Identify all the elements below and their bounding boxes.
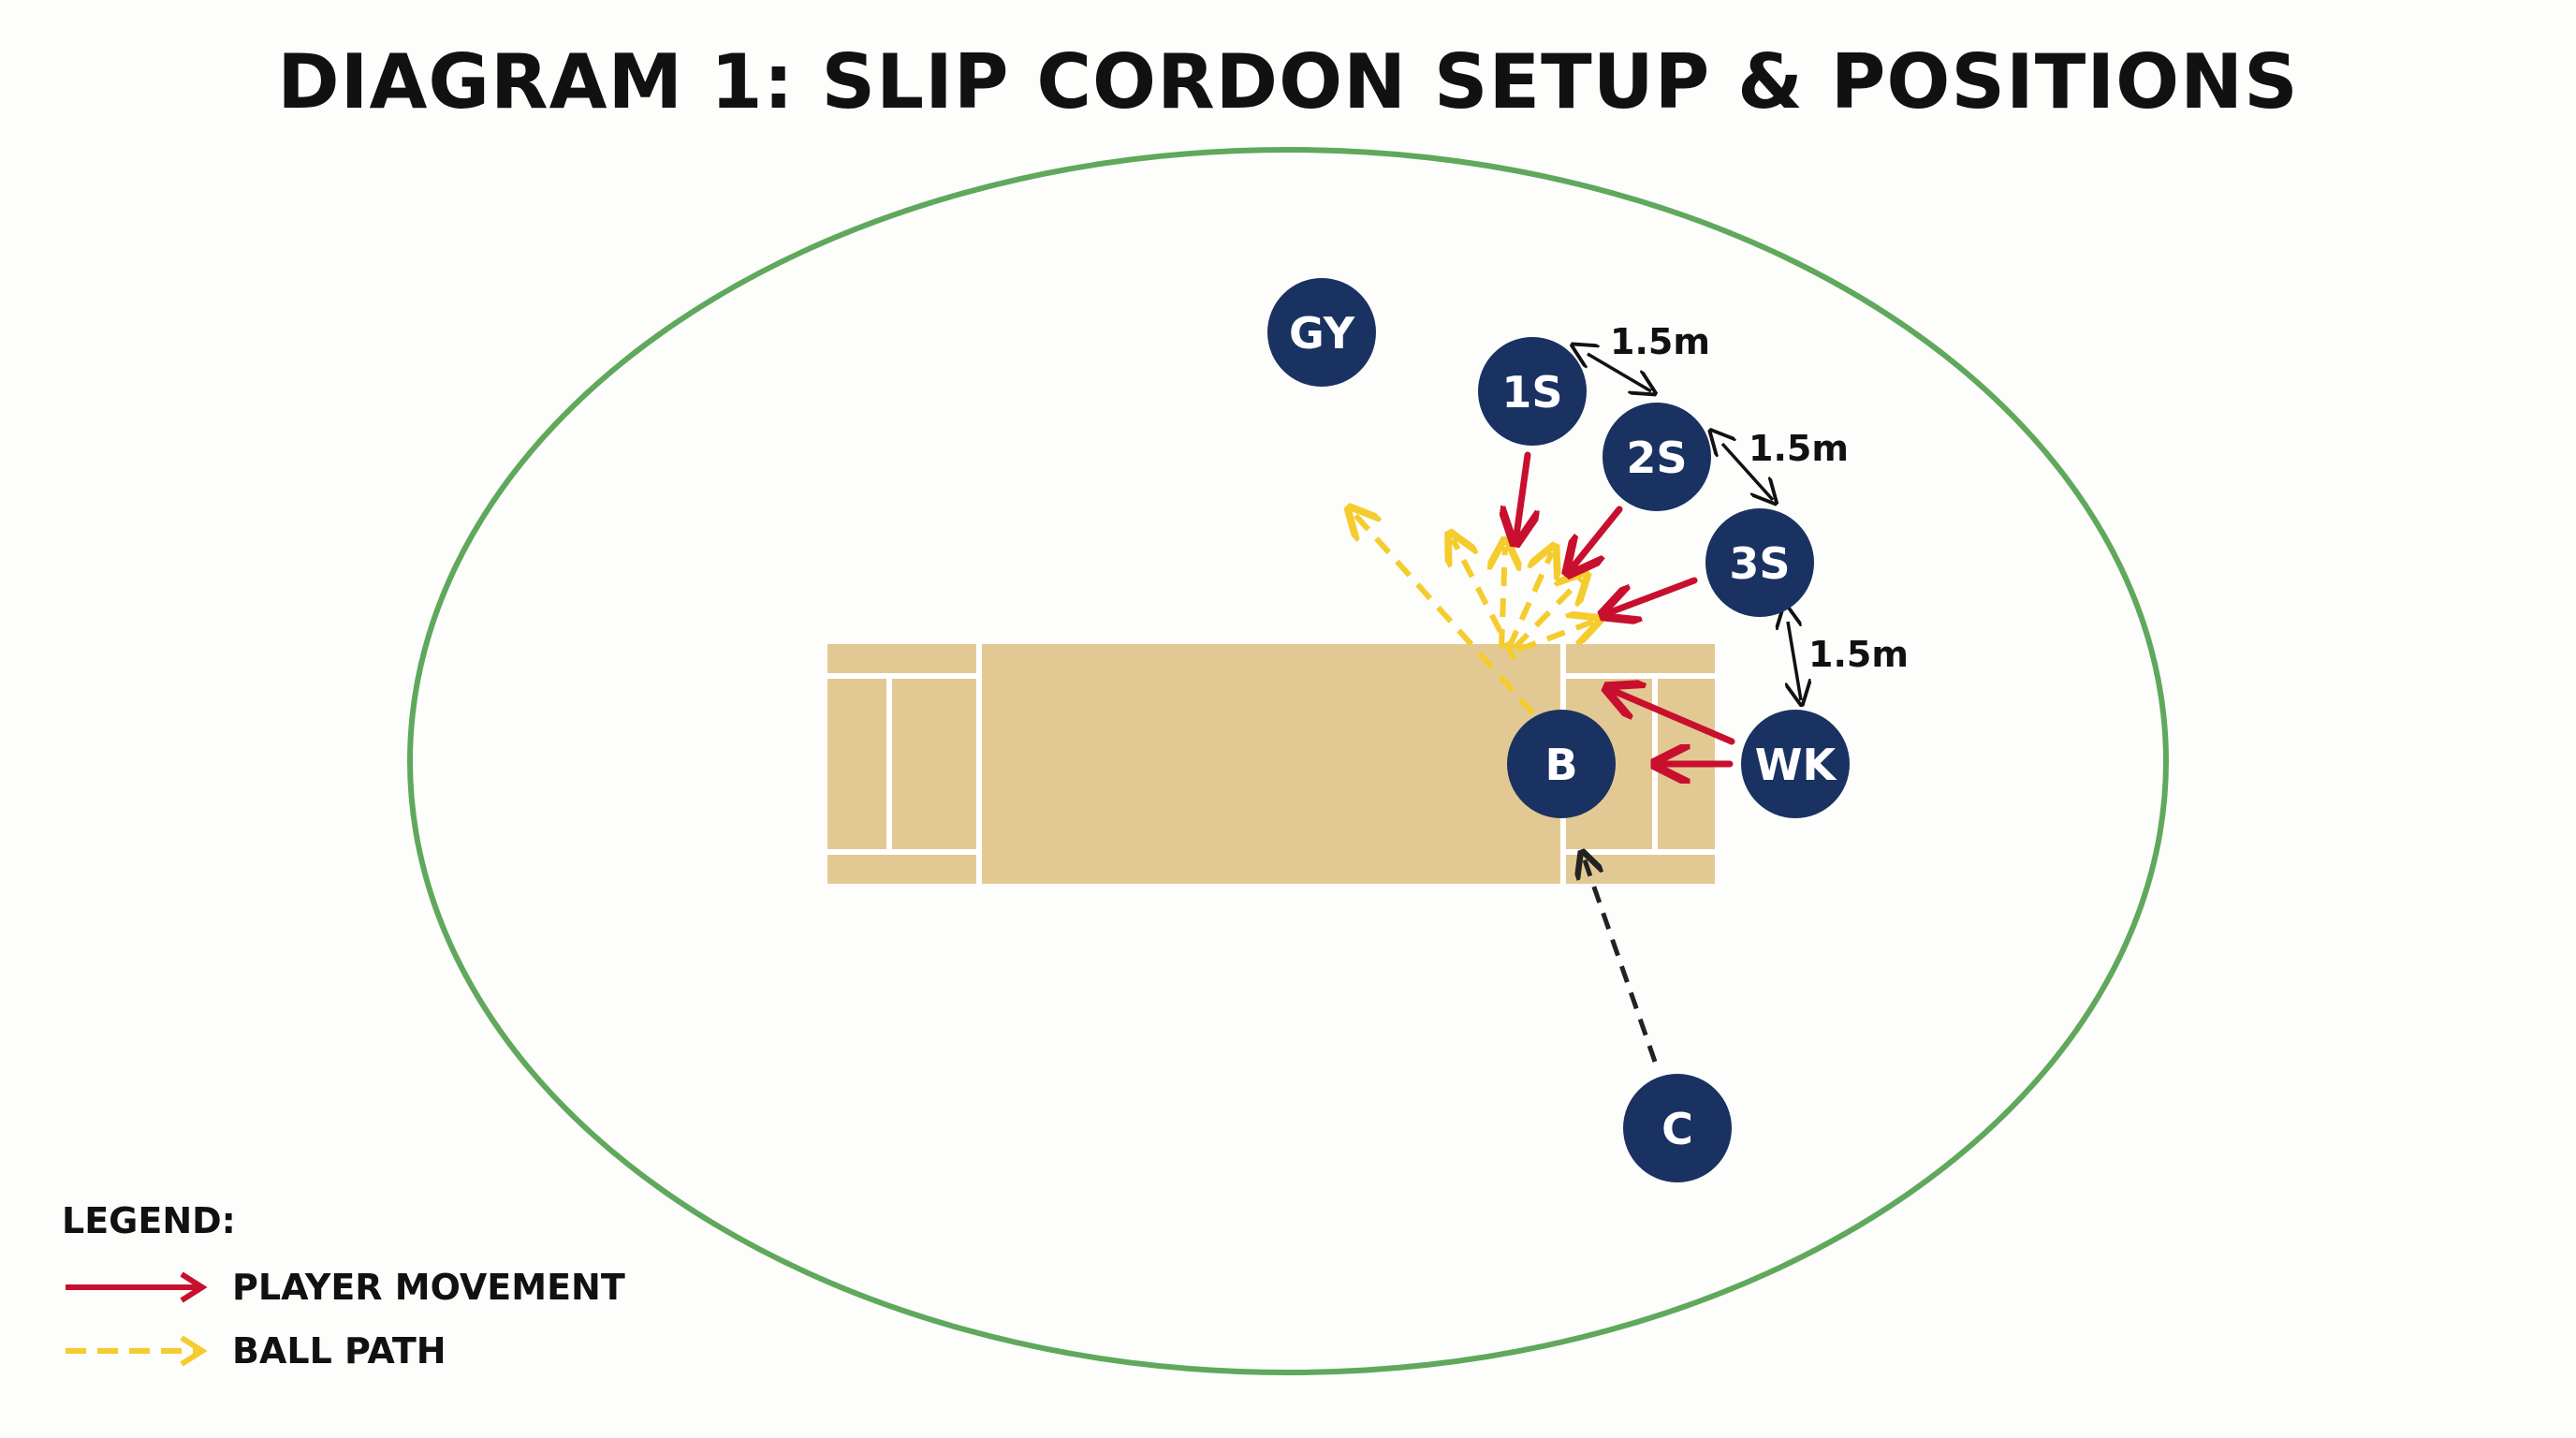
legend-title: LEGEND: [62, 1200, 236, 1241]
player-marker [1705, 508, 1814, 617]
player-wk: WK [1741, 710, 1850, 818]
player-2s: 2S [1603, 403, 1711, 511]
wk-movement-arrow-diagonal [1614, 691, 1735, 745]
spacing-label-3s-wk: 1.5m [1808, 634, 1909, 675]
player-label: B [1544, 740, 1577, 790]
spacing-arrow-1s-2s [1588, 354, 1651, 391]
legend-item-ball-path: BALL PATH [62, 1328, 717, 1374]
player-movements [1516, 451, 1735, 764]
player-b: B [1507, 710, 1616, 818]
3s-movement-arrow [1610, 577, 1698, 612]
ball-path-arrow [1453, 539, 1517, 661]
player-gy: GY [1267, 278, 1376, 387]
player-1s: 1S [1478, 337, 1587, 446]
2s-movement-arrow [1573, 506, 1623, 567]
ball-path-arrow [1501, 547, 1505, 649]
player-label: WK [1755, 740, 1838, 790]
player-marker [1623, 1074, 1732, 1182]
player-3s: 3S [1705, 508, 1814, 617]
boundary-line [407, 147, 2169, 1375]
ball-path-arrow [1506, 552, 1552, 650]
bowler-run-up-arrow [1584, 858, 1658, 1063]
spacing-label-2s-3s: 1.5m [1749, 428, 1849, 469]
legend: LEGEND: PLAYER MOVEMENT BALL PATH [62, 1200, 717, 1387]
ball-path-arrow [1516, 622, 1593, 653]
spacing-arrow-3s-wk [1788, 622, 1801, 700]
spacing-label-1s-2s: 1.5m [1610, 321, 1710, 362]
legend-label: PLAYER MOVEMENT [232, 1267, 625, 1308]
player-marker [1267, 278, 1376, 387]
ball-path-arrow [1512, 579, 1582, 651]
player-marker [1478, 337, 1587, 446]
spacing-arrows [1588, 354, 1801, 700]
ball-path-arrow [1354, 513, 1536, 716]
player-label: GY [1289, 308, 1355, 359]
player-marker [1507, 710, 1616, 818]
diagram-title: DIAGRAM 1: SLIP CORDON SETUP & POSITIONS [277, 38, 2299, 125]
1s-movement-arrow [1516, 451, 1528, 536]
player-marker [1603, 403, 1711, 511]
player-c: C [1623, 1074, 1732, 1182]
player-label: 1S [1501, 367, 1562, 418]
legend-yellow-dashed-arrow-icon [66, 1335, 208, 1367]
player-label: 3S [1729, 538, 1790, 589]
player-marker [1741, 710, 1850, 818]
legend-label: BALL PATH [232, 1330, 446, 1372]
player-label: 2S [1626, 433, 1687, 483]
legend-red-arrow-icon [66, 1271, 208, 1303]
ball-paths [1354, 513, 1593, 716]
legend-item-player-movement: PLAYER MOVEMENT [62, 1264, 717, 1311]
spacing-arrow-2s-3s [1722, 444, 1773, 500]
player-label: C [1661, 1104, 1693, 1154]
